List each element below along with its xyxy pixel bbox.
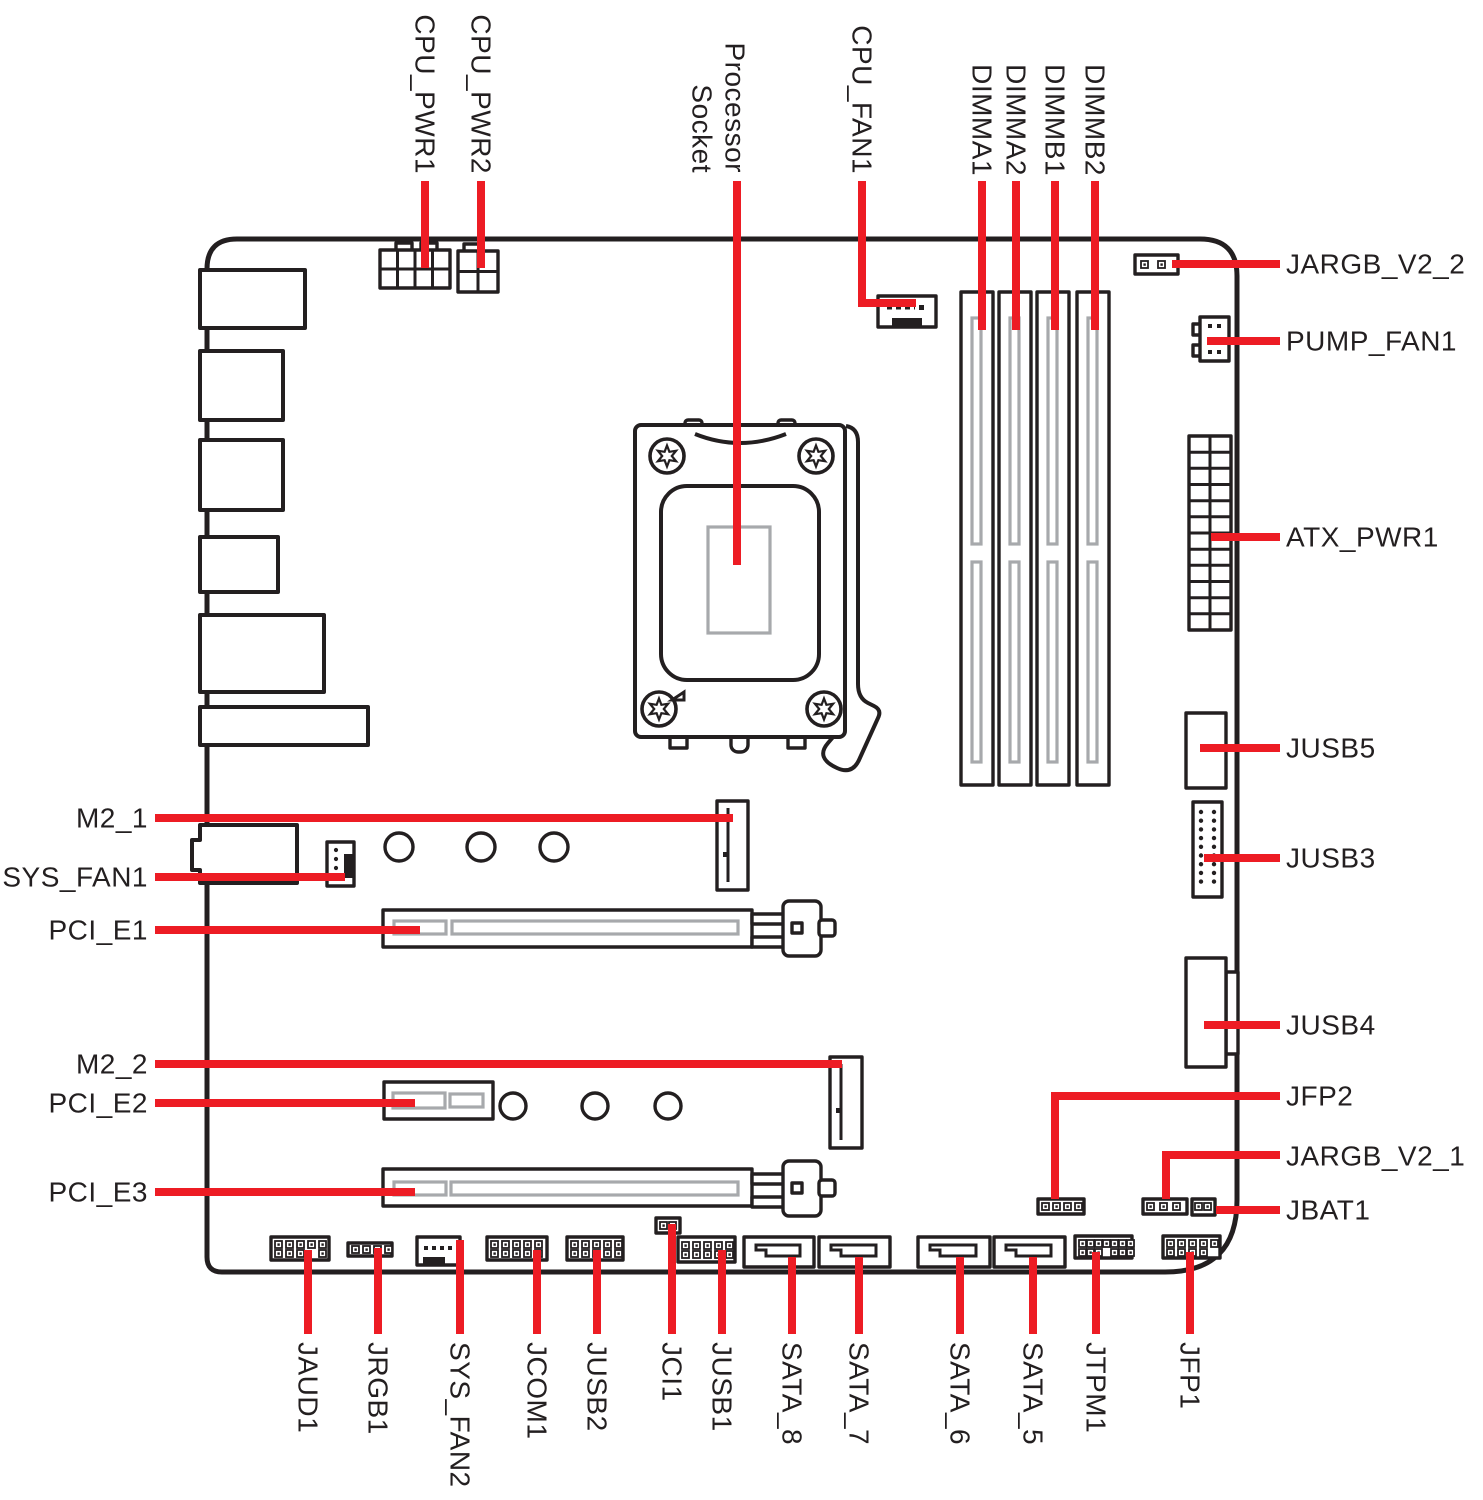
jusb1-connector [676, 1235, 737, 1264]
jcom1-connector [485, 1235, 549, 1262]
m2-2-slot [498, 1055, 864, 1150]
dimm-slot-b2 [1075, 290, 1111, 787]
pci-e3-slot [381, 1159, 837, 1218]
cpu-fan1-connector [876, 294, 938, 329]
jusb4-connector [1184, 956, 1240, 1069]
label-jtpm1: JTPM1 [1081, 1342, 1112, 1433]
label-dimma1: DIMMA1 [967, 64, 998, 176]
label-cpu-pwr2: CPU_PWR2 [466, 14, 497, 174]
label-m2-1: M2_1 [76, 803, 148, 834]
jrgb1-connector [346, 1241, 394, 1258]
label-dimmb2: DIMMB2 [1080, 64, 1111, 176]
label-jusb5: JUSB5 [1286, 733, 1376, 764]
dimm-slot-a1 [959, 290, 995, 787]
jusb3-connector [1191, 800, 1224, 899]
label-cpu-pwr1: CPU_PWR1 [410, 14, 441, 174]
dimm-slots [959, 290, 1111, 787]
sata-6-connector [916, 1235, 992, 1269]
cpu-pwr1-connector [378, 241, 452, 290]
sata-8-connector [742, 1235, 816, 1269]
label-jusb3: JUSB3 [1286, 843, 1376, 874]
callout-cpu-fan1 [858, 181, 916, 307]
label-dimma2: DIMMA2 [1001, 64, 1032, 176]
label-jcom1: JCOM1 [522, 1342, 553, 1439]
processor-socket [633, 418, 882, 773]
label-jusb2: JUSB2 [582, 1342, 613, 1432]
label-jusb1: JUSB1 [707, 1342, 738, 1432]
label-jfp1: JFP1 [1175, 1342, 1206, 1409]
cpu-pwr2-connector [456, 242, 500, 294]
label-sys-fan2: SYS_FAN2 [445, 1342, 476, 1488]
jbat1-connector [1190, 1197, 1217, 1217]
jaud1-connector [269, 1235, 331, 1262]
label-atx-pwr1: ATX_PWR1 [1286, 522, 1439, 553]
callout-lines [155, 181, 1280, 1334]
label-jrgb1: JRGB1 [363, 1342, 394, 1435]
label-pci-e3: PCI_E3 [49, 1177, 149, 1208]
label-jargb-v2-1: JARGB_V2_1 [1286, 1141, 1465, 1172]
dimm-slot-a2 [997, 290, 1033, 787]
label-processor-socket-line2: Socket [687, 84, 718, 173]
label-dimmb1: DIMMB1 [1040, 64, 1071, 176]
callout-jargb-v2-1 [1162, 1151, 1280, 1199]
label-sata-8: SATA_8 [777, 1342, 808, 1445]
label-jusb4: JUSB4 [1286, 1010, 1376, 1041]
label-m2-2: M2_2 [76, 1049, 148, 1080]
dimm-slot-b1 [1035, 290, 1071, 787]
label-pump-fan1: PUMP_FAN1 [1286, 326, 1457, 357]
label-sata-6: SATA_6 [945, 1342, 976, 1445]
m2-1-slot [383, 799, 750, 892]
label-jaud1: JAUD1 [293, 1342, 324, 1433]
jfp2-connector [1036, 1197, 1086, 1216]
jargb-v2-2-connector [1133, 253, 1180, 276]
rear-io-blocks [190, 268, 370, 885]
label-sata-7: SATA_7 [844, 1342, 875, 1445]
jargb-v2-1-connector [1141, 1197, 1189, 1216]
sys-fan2-connector [415, 1235, 462, 1267]
callout-jfp2 [1051, 1092, 1280, 1199]
label-sata-5: SATA_5 [1018, 1342, 1049, 1445]
labels: CPU_PWR1 CPU_PWR2 Processor Socket CPU_F… [2, 14, 1465, 1488]
label-pci-e1: PCI_E1 [49, 915, 149, 946]
sata-5-connector [992, 1235, 1067, 1269]
label-cpu-fan1: CPU_FAN1 [847, 25, 878, 174]
label-jbat1: JBAT1 [1286, 1195, 1370, 1226]
sata-7-connector [817, 1235, 892, 1269]
label-jargb-v2-2: JARGB_V2_2 [1286, 249, 1465, 280]
label-processor-socket-line1: Processor [720, 42, 751, 173]
label-sys-fan1: SYS_FAN1 [2, 862, 148, 893]
jtpm1-connector [1073, 1234, 1135, 1260]
label-jci1: JCI1 [657, 1342, 688, 1402]
label-pci-e2: PCI_E2 [49, 1088, 149, 1119]
label-jfp2: JFP2 [1286, 1081, 1353, 1112]
